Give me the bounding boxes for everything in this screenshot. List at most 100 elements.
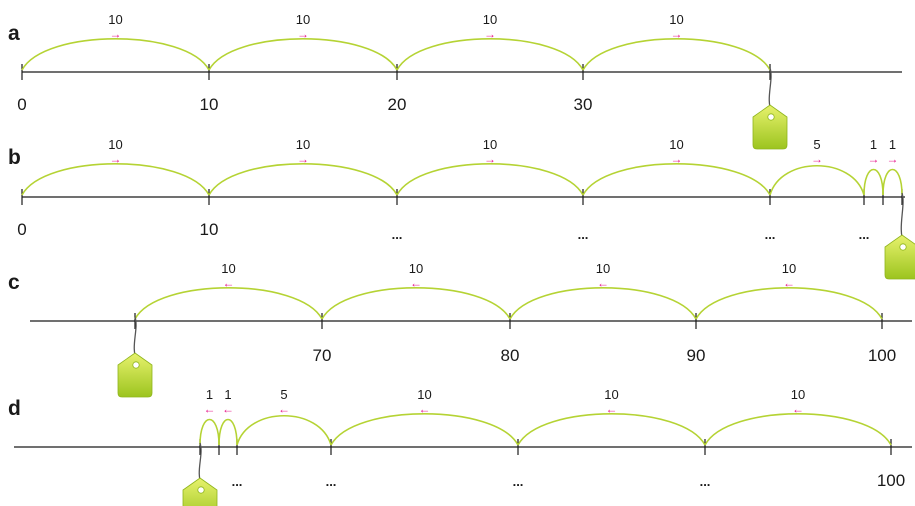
jump-arc	[517, 413, 706, 446]
right-arrow-icon: →	[110, 152, 122, 166]
number-line-d: d1←1←5←10←10←10←............100	[8, 387, 912, 506]
number-label: 0	[17, 220, 26, 239]
jump-label: 5	[813, 137, 820, 152]
jump-label: 10	[483, 137, 497, 152]
left-arrow-icon: ←	[606, 402, 618, 416]
row-letter: b	[8, 146, 21, 169]
ellipsis-label: ...	[859, 227, 870, 242]
ellipsis-label: ...	[326, 474, 337, 489]
price-tag	[182, 442, 218, 506]
jump-label: 10	[604, 387, 618, 402]
jump-arc	[704, 413, 892, 446]
left-arrow-icon: ←	[222, 402, 234, 416]
jump-label: 1	[224, 387, 231, 402]
jump-label: 10	[669, 137, 683, 152]
right-arrow-icon: →	[110, 27, 122, 41]
number-label: 0	[17, 95, 26, 114]
jump-arc	[21, 38, 210, 71]
right-arrow-icon: →	[887, 152, 899, 166]
tag-hole	[767, 113, 775, 121]
jump-label: 1	[870, 137, 877, 152]
jump-arc	[582, 38, 771, 71]
number-label: 10	[200, 220, 219, 239]
right-arrow-icon: →	[811, 152, 823, 166]
jump-label: 5	[280, 387, 287, 402]
row-letter: d	[8, 397, 21, 420]
jump-label: 10	[782, 261, 796, 276]
jump-label: 10	[596, 261, 610, 276]
number-label: 80	[501, 346, 520, 365]
jump-label: 10	[221, 261, 235, 276]
left-arrow-icon: ←	[792, 402, 804, 416]
jump-label: 10	[409, 261, 423, 276]
jump-arc	[199, 418, 220, 446]
jump-arc	[321, 287, 511, 320]
number-label: 70	[313, 346, 332, 365]
jump-arc	[236, 415, 332, 446]
left-arrow-icon: ←	[419, 402, 431, 416]
right-arrow-icon: →	[297, 152, 309, 166]
number-label: 20	[388, 95, 407, 114]
number-label: 30	[574, 95, 593, 114]
jump-arc	[208, 38, 398, 71]
jump-arc	[208, 163, 398, 196]
ellipsis-label: ...	[392, 227, 403, 242]
jump-arc	[21, 163, 210, 196]
jump-arc	[509, 287, 697, 320]
jump-arc	[218, 418, 238, 446]
jump-label: 10	[417, 387, 431, 402]
jump-label: 1	[206, 387, 213, 402]
tag-hole	[899, 243, 907, 251]
jump-arc	[695, 287, 883, 320]
tag-hole	[132, 361, 140, 369]
price-tag	[117, 316, 153, 398]
ellipsis-label: ...	[765, 227, 776, 242]
jump-label: 10	[108, 137, 122, 152]
ellipsis-label: ...	[578, 227, 589, 242]
row-letter: a	[8, 22, 20, 45]
left-arrow-icon: ←	[223, 276, 235, 290]
jump-label: 1	[889, 137, 896, 152]
ellipsis-label: ...	[513, 474, 524, 489]
left-arrow-icon: ←	[204, 402, 216, 416]
jump-arc	[882, 168, 903, 196]
jump-arc	[396, 38, 584, 71]
right-arrow-icon: →	[297, 27, 309, 41]
right-arrow-icon: →	[671, 152, 683, 166]
left-arrow-icon: ←	[278, 402, 290, 416]
jump-label: 10	[791, 387, 805, 402]
number-label: 90	[687, 346, 706, 365]
price-tag	[752, 67, 788, 150]
jump-arc	[582, 163, 771, 196]
jump-arc	[863, 168, 884, 196]
jump-arc	[330, 413, 519, 446]
tag-hole	[197, 486, 205, 494]
price-tag	[884, 192, 915, 280]
right-arrow-icon: →	[868, 152, 880, 166]
jump-label: 10	[296, 12, 310, 27]
tag-body	[884, 234, 915, 280]
number-label: 100	[877, 471, 905, 490]
ellipsis-label: ...	[700, 474, 711, 489]
jump-arc	[769, 165, 865, 196]
right-arrow-icon: →	[671, 27, 683, 41]
ellipsis-label: ...	[232, 474, 243, 489]
jump-arc	[396, 163, 584, 196]
jump-label: 10	[483, 12, 497, 27]
jump-label: 10	[296, 137, 310, 152]
tag-body	[117, 352, 153, 398]
number-label: 100	[868, 346, 896, 365]
jump-label: 10	[669, 12, 683, 27]
right-arrow-icon: →	[484, 152, 496, 166]
left-arrow-icon: ←	[597, 276, 609, 290]
left-arrow-icon: ←	[783, 276, 795, 290]
jump-arc	[134, 287, 323, 320]
tag-body	[752, 104, 788, 150]
left-arrow-icon: ←	[410, 276, 422, 290]
row-letter: c	[8, 271, 20, 294]
number-label: 10	[200, 95, 219, 114]
